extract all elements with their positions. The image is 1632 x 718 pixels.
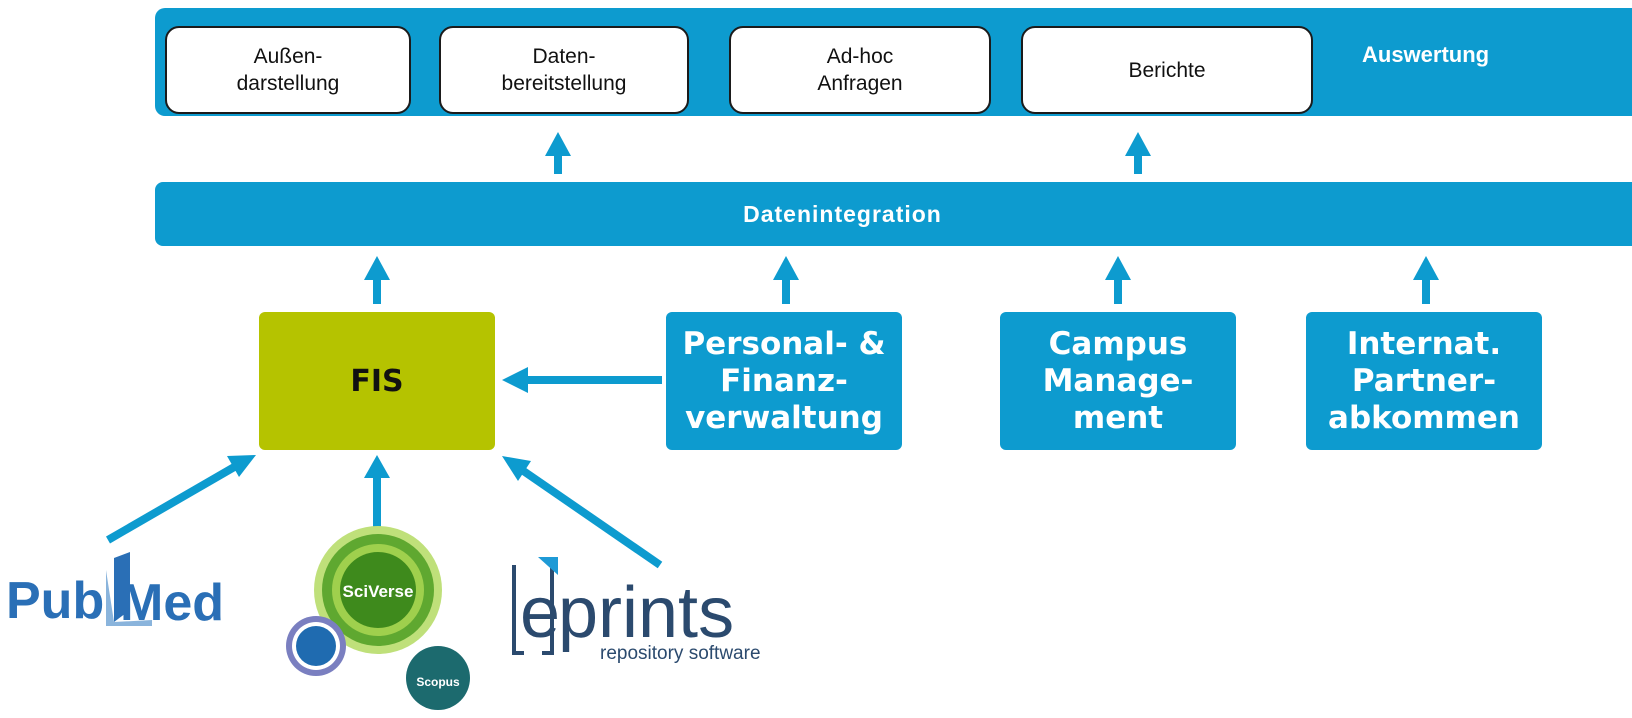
svg-text:Pub: Pub (6, 572, 104, 630)
arrow-eprints-to-fis (502, 456, 663, 569)
svg-text:prints: prints (558, 573, 734, 653)
source-internat-partnerabkommen: Internat. Partner- abkommen (1306, 312, 1542, 450)
source-campus-line2: Manage- (1042, 362, 1194, 399)
box-berichte-line1: Berichte (1128, 58, 1206, 82)
svg-text:repository software: repository software (600, 643, 761, 664)
arrow-internat-to-integration (1413, 256, 1439, 304)
box-datenbereitstellung-line2: bereitstellung (501, 72, 627, 95)
arrow-personal-to-integration (773, 256, 799, 304)
box-aussendarstellung-line2: darstellung (236, 72, 340, 95)
box-adhoc-line2: Anfragen (817, 72, 903, 95)
box-berichte: Berichte (1021, 26, 1313, 114)
svg-text:e: e (520, 573, 560, 653)
source-personal-line1: Personal- & (682, 325, 886, 362)
datenintegration-label: Datenintegration (743, 200, 942, 227)
box-aussendarstellung-line1: Außen- (253, 45, 323, 68)
source-personal-line2: Finanz- (720, 362, 848, 399)
arrow-integration-to-berichte (1125, 132, 1151, 174)
source-internat-line3: abkommen (1328, 399, 1520, 436)
box-aussendarstellung: Außen- darstellung (165, 26, 411, 114)
sciverse-scopus-logo: SciVerse Scopus (286, 526, 470, 710)
datenintegration-band: Datenintegration (155, 182, 1632, 246)
source-campus-management: Campus Manage- ment (1000, 312, 1236, 450)
arrow-pubmed-to-fis (105, 455, 256, 544)
box-adhoc-line1: Ad-hoc (826, 45, 894, 68)
arrow-integration-to-datenbereitstellung (545, 132, 571, 174)
svg-text:Med: Med (120, 574, 224, 632)
source-campus-line3: ment (1072, 399, 1164, 436)
auswertung-band: Außen- darstellung Daten- bereitstellung… (155, 8, 1632, 116)
eprints-logo: e prints repository software (512, 557, 761, 664)
source-campus-line1: Campus (1048, 325, 1188, 362)
arrow-fis-to-integration (364, 256, 390, 304)
box-datenbereitstellung-line1: Daten- (532, 45, 596, 68)
source-internat-line2: Partner- (1351, 362, 1497, 399)
auswertung-label: Auswertung (1362, 42, 1490, 67)
fis-box: FIS (259, 312, 495, 450)
arrow-campus-to-integration (1105, 256, 1131, 304)
pubmed-logo: Pub Med (6, 552, 224, 632)
source-personal-finanzverwaltung: Personal- & Finanz- verwaltung (666, 312, 902, 450)
box-datenbereitstellung: Daten- bereitstellung (439, 26, 689, 114)
arrow-sciverse-to-fis (364, 455, 390, 536)
source-personal-line3: verwaltung (685, 399, 883, 436)
arrow-personal-to-fis (502, 367, 662, 393)
fis-label: FIS (350, 363, 404, 399)
svg-text:SciVerse: SciVerse (343, 582, 414, 601)
box-adhoc-anfragen: Ad-hoc Anfragen (729, 26, 991, 114)
svg-text:Scopus: Scopus (416, 675, 460, 689)
source-internat-line1: Internat. (1346, 325, 1502, 362)
